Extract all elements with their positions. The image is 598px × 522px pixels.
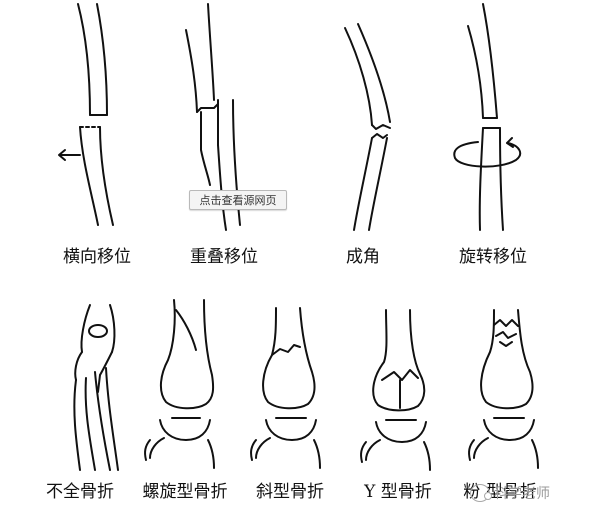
label-oblique-fracture: 斜型骨折 — [256, 482, 324, 502]
label-incomplete-fracture: 不全骨折 — [46, 482, 114, 502]
circular-arrow-icon — [453, 137, 522, 168]
y-type-fracture-figure — [360, 309, 431, 471]
incomplete-fracture-figure — [73, 304, 119, 471]
transverse-displacement-figure — [58, 3, 114, 226]
rotation-displacement-figure — [453, 3, 522, 231]
angulation-figure — [344, 23, 391, 231]
label-angulation: 成角 — [346, 247, 380, 267]
wechat-icon — [470, 484, 492, 502]
watermark: 科学老师 — [470, 480, 550, 506]
label-spiral-fracture: 螺旋型骨折 — [143, 482, 228, 502]
view-source-button[interactable]: 点击查看源网页 — [189, 190, 287, 210]
watermark-text: 科学老师 — [494, 486, 550, 502]
label-transverse-displacement: 横向移位 — [63, 247, 131, 267]
comminuted-fracture-figure — [468, 309, 539, 469]
label-y-type-fracture: Y 型骨折 — [363, 482, 432, 502]
label-overlap-displacement: 重叠移位 — [190, 247, 258, 267]
left-arrow-icon — [58, 149, 81, 161]
overlap-displacement-figure — [185, 3, 241, 231]
oblique-fracture-figure — [250, 307, 321, 469]
label-rotation-displacement: 旋转移位 — [459, 247, 527, 267]
spiral-fracture-figure — [144, 299, 215, 469]
